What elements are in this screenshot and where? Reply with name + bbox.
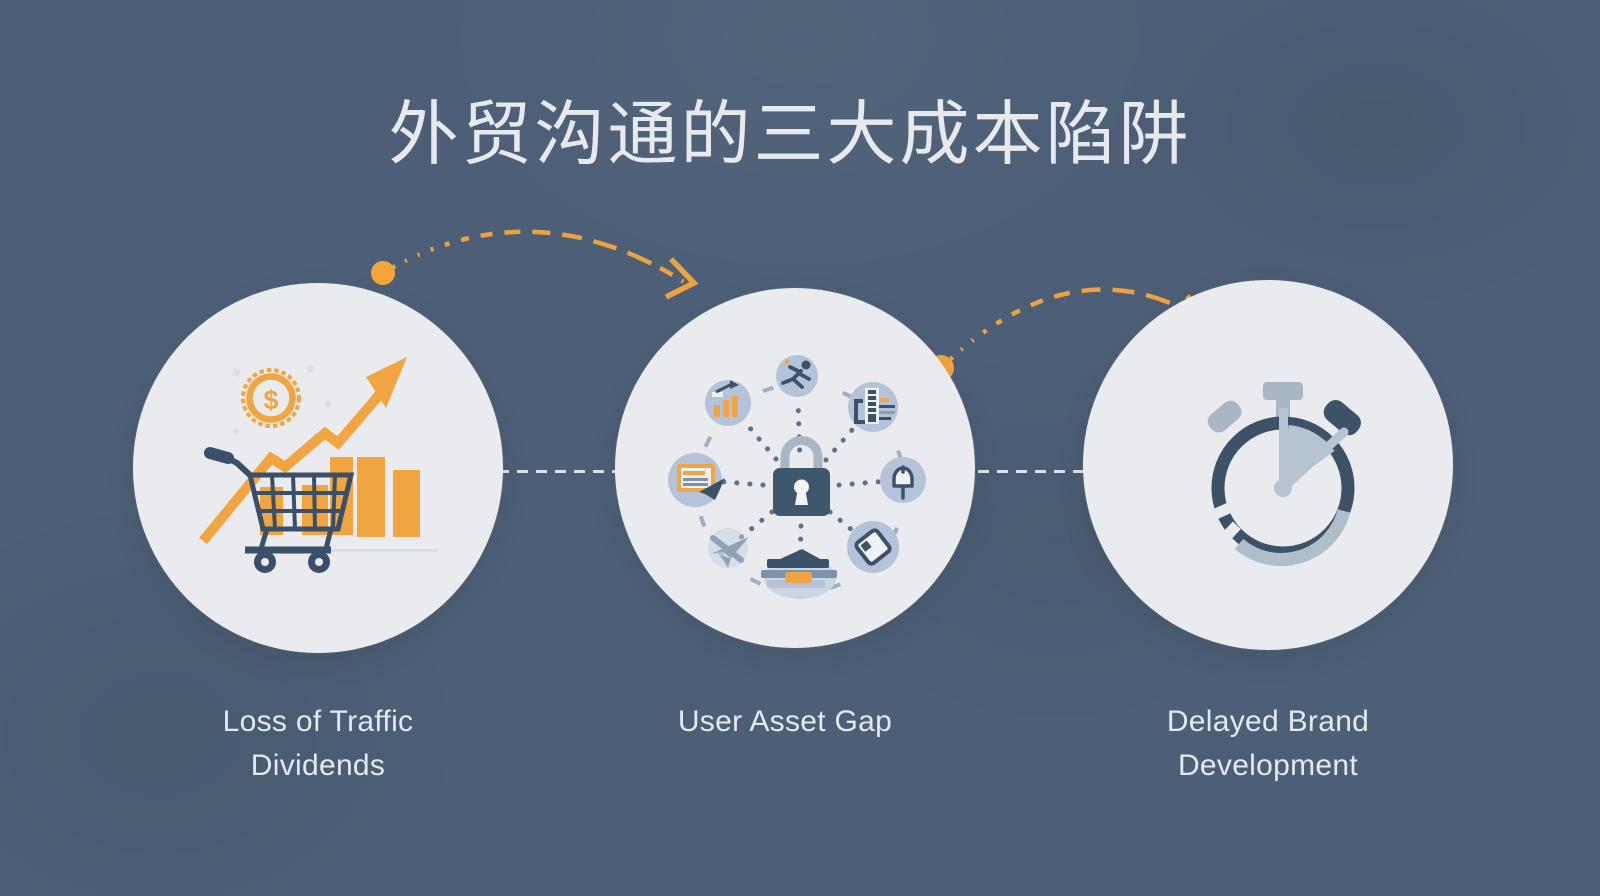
node-circle-traffic: $: [133, 283, 503, 653]
coin-currency-symbol: $: [263, 385, 278, 415]
node-label-brand: Delayed Brand Development: [1083, 700, 1453, 788]
ground-line: [246, 549, 438, 552]
node-label-asset: User Asset Gap: [605, 700, 965, 744]
page-title: 外贸沟通的三大成本陷阱: [388, 93, 1192, 175]
growth-arrow-icon: [199, 357, 407, 545]
elapsed-time-wedge-icon: [1274, 408, 1349, 497]
stopwatch-icon: [1207, 382, 1361, 566]
node-circle-brand: [1083, 280, 1453, 650]
arrow-dashed-path: [381, 229, 694, 289]
shopping-cart-growth-icon: $: [199, 357, 438, 573]
node-label-traffic: Loss of Traffic Dividends: [133, 700, 503, 788]
mini-bar-chart-icon: [705, 380, 751, 426]
dashed-connector-2: [978, 470, 1092, 473]
price-tag-icon: [847, 521, 899, 573]
node-label-text: Delayed Brand Development: [1166, 705, 1370, 782]
report-document-icon: [848, 382, 898, 432]
node-label-text: User Asset Gap: [677, 705, 893, 738]
node-label-text: Loss of Traffic Dividends: [222, 705, 414, 782]
wallet-cards-icon: [761, 549, 837, 599]
stopwatch-ring-light-arc: [1234, 509, 1351, 566]
paper-airplane-icon: [708, 528, 749, 568]
arrowhead-icon: [664, 257, 699, 300]
right-button-icon: [1323, 400, 1361, 436]
bell-icon: [880, 457, 926, 503]
ring-gaps: [1209, 502, 1241, 546]
padlock-network-icon: [668, 355, 926, 599]
invoice-document-icon: [668, 453, 725, 507]
shopping-cart-icon: [204, 447, 355, 573]
dollar-coin-icon: $: [241, 368, 301, 428]
dashed-connector-1: [498, 470, 616, 473]
padlock-icon: [773, 436, 830, 516]
node-circle-asset: [615, 288, 975, 648]
flow-arrow-1: [371, 229, 699, 300]
left-button-icon: [1207, 400, 1242, 433]
running-person-icon: [776, 355, 818, 397]
